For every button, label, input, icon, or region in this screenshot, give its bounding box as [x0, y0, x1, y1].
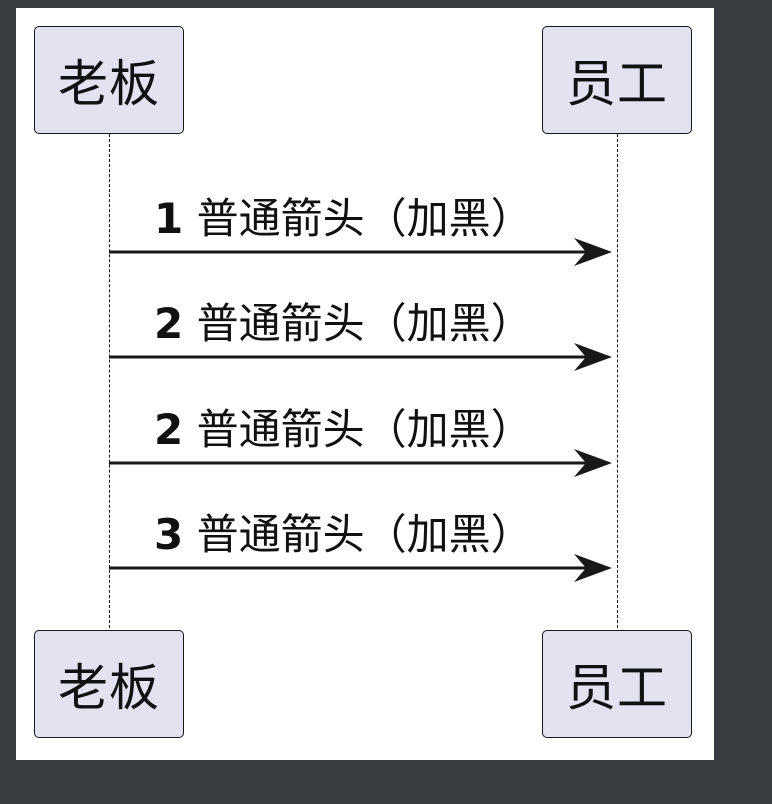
message-number: 2 [154, 299, 184, 348]
lifeline-boss [109, 134, 110, 628]
participant-boss-top: 老板 [34, 26, 184, 134]
participant-employee-bottom: 员工 [542, 630, 692, 738]
message-number: 3 [154, 510, 184, 559]
message-text: 普通箭头（加黑） [196, 405, 533, 454]
message-text: 普通箭头（加黑） [196, 299, 533, 348]
message-number: 2 [154, 405, 184, 454]
message-label-3: 2 普通箭头（加黑） [154, 405, 533, 455]
message-text: 普通箭头（加黑） [196, 510, 533, 559]
lifeline-employee [617, 134, 618, 628]
sequence-diagram: 老板 员工 老板 员工 1 普通箭头（加黑） 2 普通箭头（加黑） 2 普通箭头… [16, 8, 714, 760]
message-text: 普通箭头（加黑） [196, 194, 533, 243]
message-label-4: 3 普通箭头（加黑） [154, 510, 533, 560]
message-number: 1 [154, 194, 184, 243]
participant-employee-top: 员工 [542, 26, 692, 134]
message-label-2: 2 普通箭头（加黑） [154, 299, 533, 349]
participant-boss-bottom: 老板 [34, 630, 184, 738]
message-label-1: 1 普通箭头（加黑） [154, 194, 533, 244]
